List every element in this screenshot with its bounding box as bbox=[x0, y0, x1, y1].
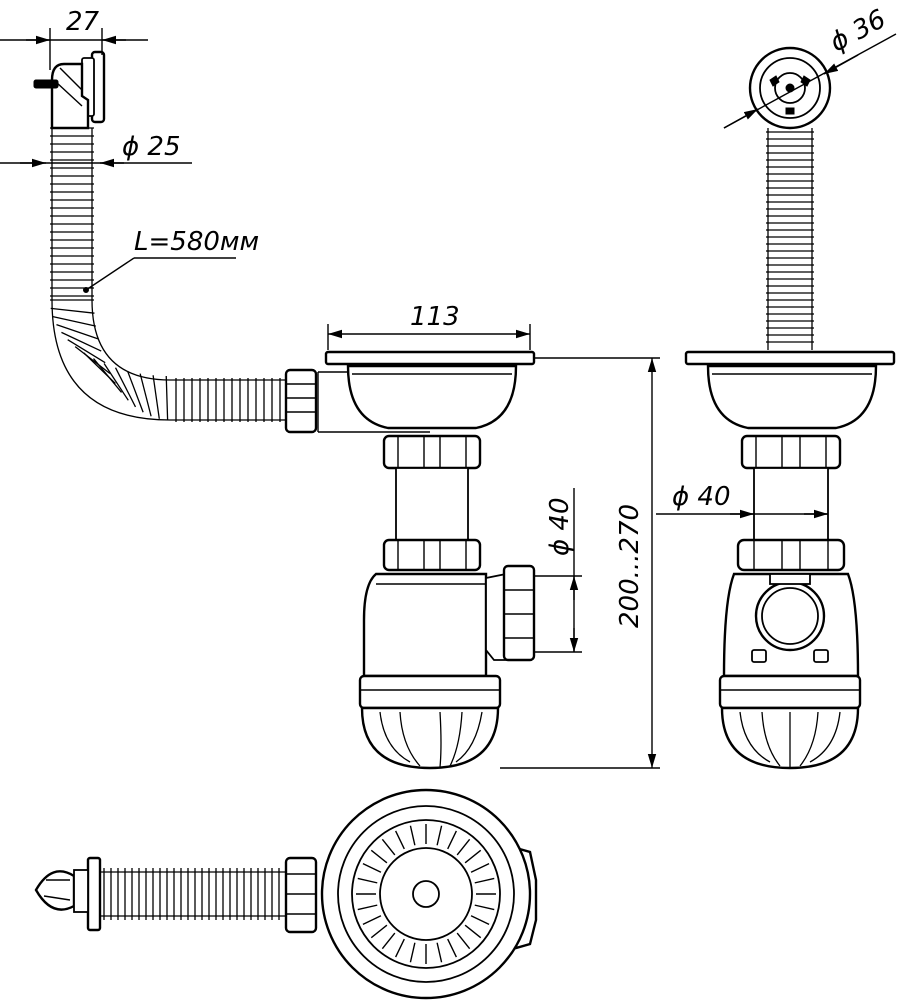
strainer-slot bbox=[464, 849, 482, 864]
hose-rib bbox=[114, 367, 137, 408]
hose-rib bbox=[93, 358, 123, 393]
dim-overflow-diameter-label: ϕ 36 bbox=[825, 4, 891, 58]
strainer-slot bbox=[464, 924, 482, 939]
strainer-slot bbox=[470, 915, 490, 926]
overflow-top bbox=[34, 856, 102, 932]
overflow-ring-front bbox=[748, 46, 832, 130]
dim-overflow-width: 27 bbox=[0, 7, 148, 70]
dim-outlet-diameter-front-label: ϕ 40 bbox=[672, 482, 731, 512]
dim-height-range: 200...270 bbox=[500, 357, 660, 769]
strainer-slot bbox=[456, 838, 471, 856]
strainer-slot bbox=[409, 942, 416, 963]
strainer-slot bbox=[370, 849, 388, 864]
hose-rib bbox=[67, 339, 106, 364]
strainer-slot bbox=[409, 825, 416, 846]
hose-rib bbox=[103, 363, 129, 401]
hose-rib bbox=[126, 370, 144, 413]
hose-rib bbox=[52, 315, 96, 327]
strainer-slot bbox=[470, 862, 490, 873]
siphon-front bbox=[718, 434, 862, 770]
hose-rib bbox=[61, 331, 102, 352]
corrugated-hose-front bbox=[766, 128, 814, 350]
strainer-slot bbox=[362, 862, 382, 873]
dim-overflow-width-label: 27 bbox=[66, 7, 100, 37]
dim-strainer-width-label: 113 bbox=[410, 302, 460, 332]
hose-rib bbox=[152, 375, 160, 419]
hose-rib bbox=[50, 307, 95, 314]
hose-rib bbox=[165, 375, 169, 420]
strainer-front bbox=[684, 350, 896, 430]
strainer-slot bbox=[394, 830, 405, 850]
strainer-slot bbox=[447, 830, 458, 850]
hose-rib bbox=[56, 324, 99, 340]
strainer-slot bbox=[381, 838, 396, 856]
strainer-top bbox=[320, 788, 538, 1000]
strainer-slot bbox=[370, 924, 388, 939]
hose-nut bbox=[284, 368, 318, 434]
dim-hose-diameter-label: ϕ 25 bbox=[122, 132, 181, 162]
dim-strainer-width: 113 bbox=[327, 302, 531, 350]
dim-outlet-diameter-side: ϕ 40 bbox=[534, 488, 582, 653]
strainer-slot bbox=[394, 938, 405, 958]
overflow-assembly-side bbox=[33, 50, 106, 130]
strainer-slot bbox=[474, 877, 495, 884]
dim-outlet-diameter-side-label: ϕ 40 bbox=[545, 498, 575, 557]
corrugated-hose-side bbox=[50, 127, 318, 434]
hose-nut bbox=[284, 856, 318, 934]
dim-outlet-diameter-front: ϕ 40 bbox=[656, 482, 828, 519]
dim-hose-length: L=580мм bbox=[83, 227, 259, 293]
strainer-slot bbox=[357, 904, 378, 911]
dim-hose-diameter: ϕ 25 bbox=[0, 132, 192, 168]
strainer-side bbox=[317, 350, 536, 433]
siphon-side bbox=[358, 434, 536, 770]
corrugated-hose-top bbox=[100, 856, 318, 934]
hose-rib bbox=[74, 346, 111, 375]
strainer-slot bbox=[362, 915, 382, 926]
hose-rib bbox=[139, 373, 152, 417]
strainer-slot bbox=[456, 932, 471, 950]
strainer-slot bbox=[474, 904, 495, 911]
strainer-slot bbox=[436, 825, 443, 846]
dim-hose-length-label: L=580мм bbox=[134, 227, 259, 257]
strainer-slot bbox=[381, 932, 396, 950]
strainer-slot bbox=[436, 942, 443, 963]
strainer-slot bbox=[447, 938, 458, 958]
strainer-slot bbox=[357, 877, 378, 884]
dim-height-range-label: 200...270 bbox=[615, 504, 645, 628]
